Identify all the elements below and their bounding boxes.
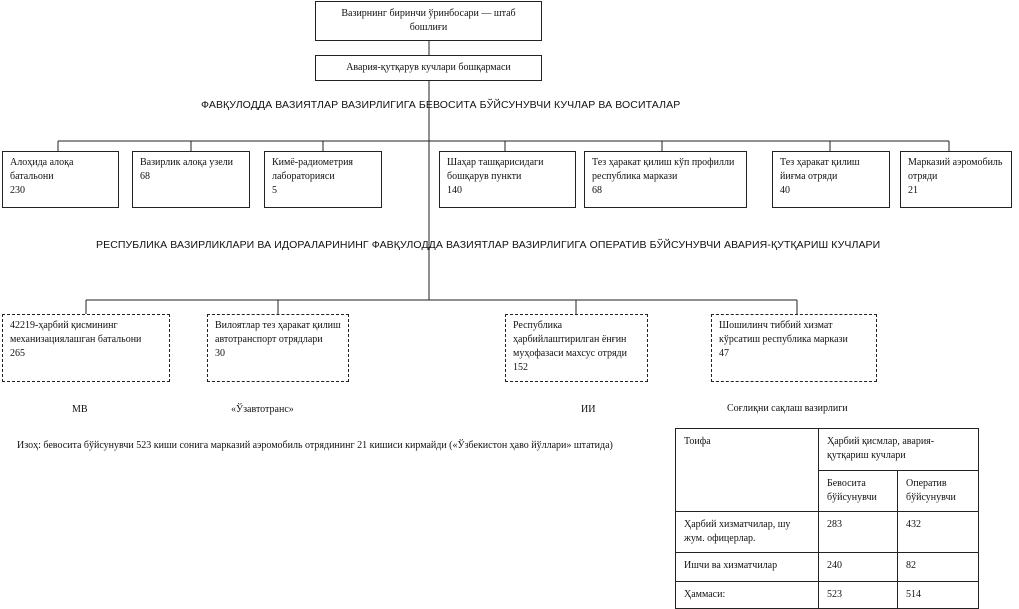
cell-operative: 514 [897, 581, 979, 609]
direct-unit-name: Шаҳар ташқарисидаги бошқарув пункти [447, 157, 544, 182]
direct-unit-name: Кимё-радиометрия лабораторияси [272, 157, 354, 182]
direct-unit-count: 68 [592, 185, 602, 196]
heading-direct-forces: ФАВҚУЛОДДА ВАЗИЯТЛАР ВАЗИРЛИГИГА БЕВОСИТ… [201, 99, 681, 111]
table-row: Ҳарбий хизматчилар, шу жум. офицерлар. 2… [675, 511, 979, 553]
cell-category: Ҳаммаси: [675, 581, 819, 609]
direct-unit-box: Шаҳар ташқарисидаги бошқарув пункти 140 [439, 151, 576, 208]
operative-unit-count: 47 [719, 348, 729, 359]
table-row: Ишчи ва хизматчилар 240 82 [675, 552, 979, 582]
direct-unit-name: Тез ҳаракат қилиш йиғма отряди [780, 157, 860, 182]
personnel-table: Тоифа Ҳарбий қисмлар, авария-қутқариш ку… [675, 428, 979, 609]
direct-unit-count: 21 [908, 185, 918, 196]
table-subheader-row: Бевосита бўйсунувчи Оператив бўйсунувчи [676, 469, 979, 512]
operative-unit-name: Республика ҳарбийлаштирилган ёнғин муҳоф… [513, 320, 627, 359]
cell-category: Ҳарбий хизматчилар, шу жум. офицерлар. [675, 511, 819, 553]
operative-unit-count: 152 [513, 362, 528, 373]
operative-unit-name: 42219-ҳарбий қисмининг механизациялашган… [10, 320, 142, 345]
operative-unit-box: Республика ҳарбийлаштирилган ёнғин муҳоф… [505, 314, 648, 382]
direct-unit-name: Алоҳида алоқа батальони [10, 157, 74, 182]
direct-unit-box: Тез ҳаракат қилиш йиғма отряди 40 [772, 151, 890, 208]
header-operative: Оператив бўйсунувчи [897, 469, 979, 512]
direct-unit-box: Алоҳида алоқа батальони 230 [2, 151, 119, 208]
operative-unit-name: Шошилинч тиббий хизмат кўрсатиш республи… [719, 320, 848, 345]
direct-unit-box: Марказий аэромобиль отряди 21 [900, 151, 1012, 208]
ministry-label: Соғлиқни сақлаш вазирлиги [727, 403, 848, 414]
chief-of-staff-label: Вазирнинг биринчи ўринбосари — штаб бошл… [341, 8, 516, 33]
table-row: Ҳаммаси: 523 514 [675, 581, 979, 609]
direct-unit-count: 68 [140, 171, 150, 182]
direct-unit-box: Тез ҳаракат қилиш кўп профилли республик… [584, 151, 747, 208]
operative-unit-name: Вилоятлар тез ҳаракат қилиш автотранспор… [215, 320, 341, 345]
operative-unit-count: 30 [215, 348, 225, 359]
direct-unit-count: 40 [780, 185, 790, 196]
header-group: Ҳарбий қисмлар, авария-қутқариш кучлари [818, 428, 979, 471]
cell-direct: 523 [818, 581, 898, 609]
heading-operative-forces: РЕСПУБЛИКА ВАЗИРЛИКЛАРИ ВА ИДОРАЛАРИНИНГ… [96, 239, 881, 251]
operative-unit-box: Вилоятлар тез ҳаракат қилиш автотранспор… [207, 314, 349, 382]
ministry-label: ИИ [581, 404, 596, 415]
cell-category: Ишчи ва хизматчилар [675, 552, 819, 582]
chief-of-staff-box: Вазирнинг биринчи ўринбосари — штаб бошл… [315, 1, 542, 41]
direct-unit-count: 140 [447, 185, 462, 196]
operative-unit-count: 265 [10, 348, 25, 359]
cell-operative: 432 [897, 511, 979, 553]
cell-direct: 240 [818, 552, 898, 582]
operative-unit-box: 42219-ҳарбий қисмининг механизациялашган… [2, 314, 170, 382]
rescue-department-box: Авария-қутқарув кучлари бошқармаси [315, 55, 542, 81]
rescue-department-label: Авария-қутқарув кучлари бошқармаси [346, 62, 511, 73]
table-header-row: Тоифа Ҳарбий қисмлар, авария-қутқариш ку… [675, 428, 979, 512]
cell-direct: 283 [818, 511, 898, 553]
direct-unit-count: 5 [272, 185, 277, 196]
direct-unit-name: Вазирлик алоқа узели [140, 157, 234, 168]
ministry-label: МВ [72, 404, 88, 415]
cell-operative: 82 [897, 552, 979, 582]
direct-unit-name: Тез ҳаракат қилиш кўп профилли республик… [592, 157, 735, 182]
direct-unit-count: 230 [10, 185, 25, 196]
header-direct: Бевосита бўйсунувчи [818, 469, 898, 512]
operative-unit-box: Шошилинч тиббий хизмат кўрсатиш республи… [711, 314, 877, 382]
direct-unit-box: Кимё-радиометрия лабораторияси 5 [264, 151, 382, 208]
direct-unit-box: Вазирлик алоқа узели 68 [132, 151, 250, 208]
header-category: Тоифа [675, 428, 819, 512]
footnote: Изоҳ: бевосита бўйсунувчи 523 киши сониг… [17, 440, 613, 451]
direct-unit-name: Марказий аэромобиль отряди [908, 157, 1003, 182]
ministry-label: «Ўзавтотранс» [231, 404, 294, 415]
